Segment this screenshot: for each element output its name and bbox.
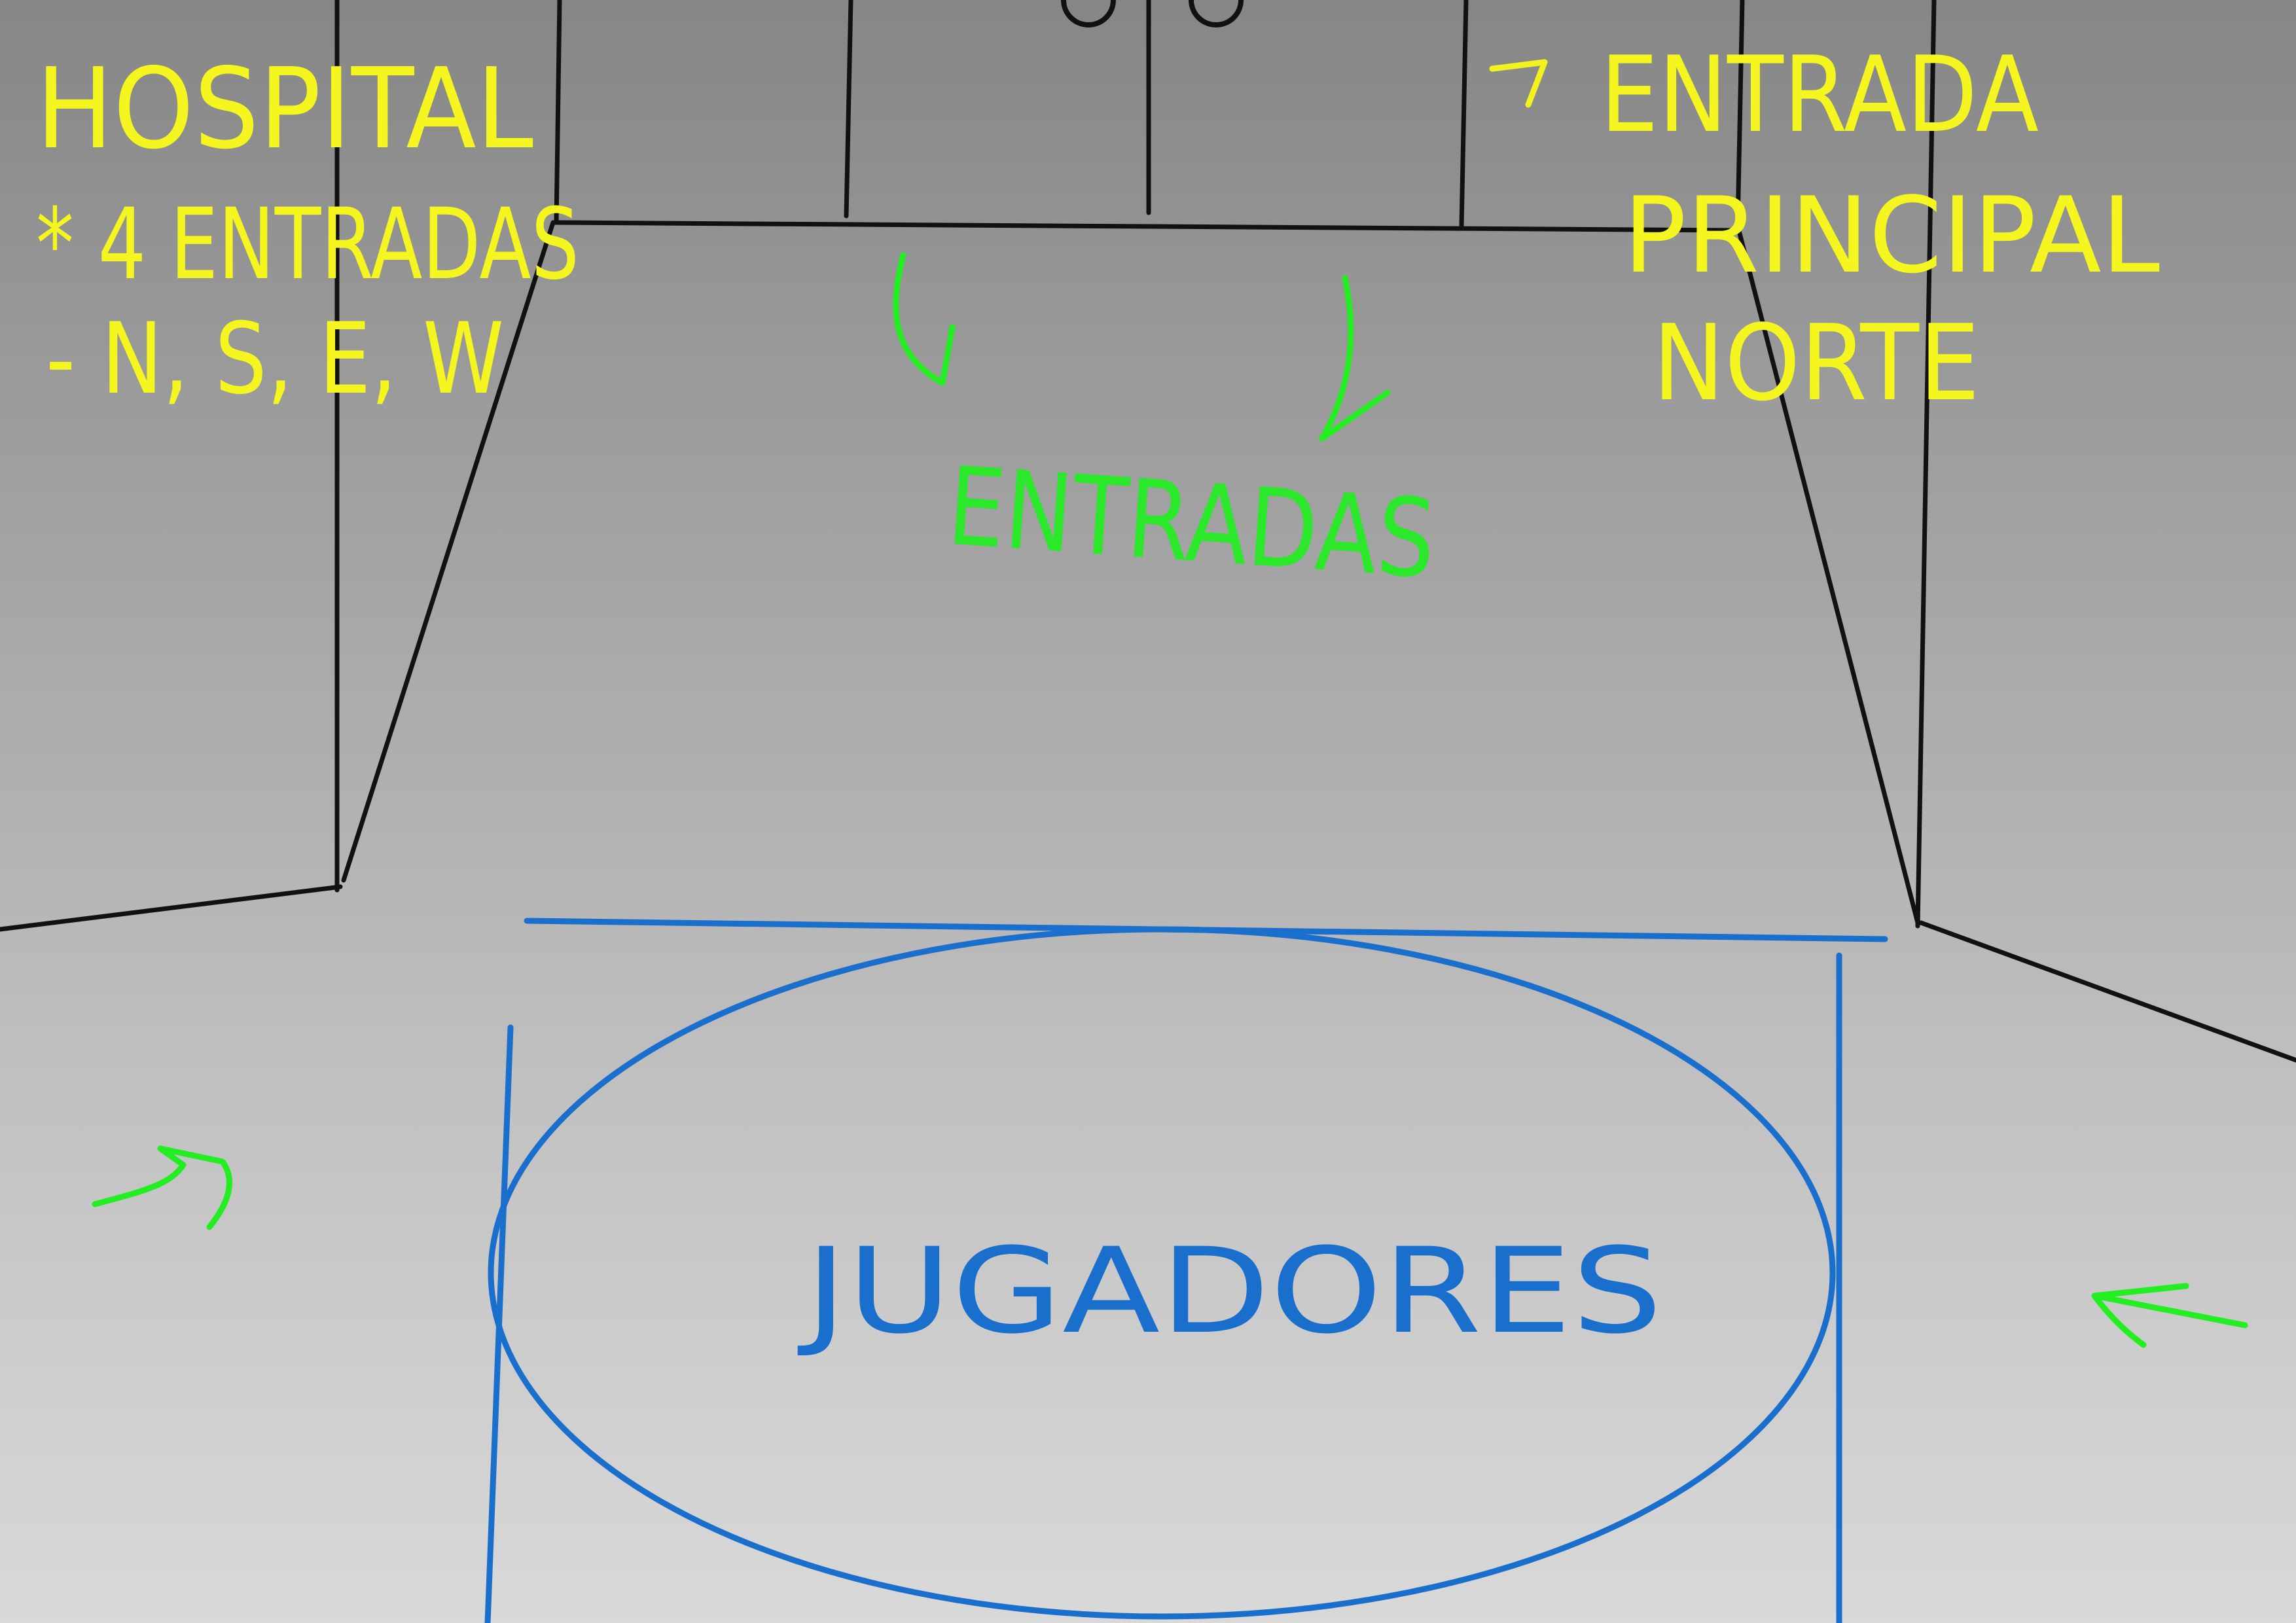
back-wall-left	[554, 0, 562, 225]
main-entrance-line1: ENTRADA	[1600, 33, 2039, 156]
players-area	[484, 918, 1888, 1623]
back-wall-right	[1735, 0, 1745, 228]
door-knob-icon	[1061, 0, 1244, 27]
directions: - N, S, E, W	[46, 302, 504, 416]
right-pillar-line	[1915, 0, 1937, 929]
main-entrance-line2: PRINCIPAL	[1623, 174, 2160, 296]
arrow-icon	[1489, 59, 1548, 72]
panel-divider-2	[1459, 0, 1469, 228]
entrances-count: * 4 ENTRADAS	[36, 188, 579, 302]
right-front-edge	[1735, 223, 1920, 925]
main-entrance-line3: NORTE	[1653, 302, 1980, 424]
entrances-label: ENTRADAS	[944, 443, 1439, 603]
right-ground-line	[1918, 920, 2296, 1063]
left-ground-line	[0, 884, 343, 932]
back-floor-line	[552, 220, 1740, 233]
arrow-icon	[1319, 275, 1391, 442]
left-front-edge	[341, 220, 556, 883]
arrow-icon	[92, 1145, 232, 1230]
arrow-icon	[893, 252, 956, 386]
players-ellipse	[488, 926, 1836, 1620]
hospital-title: HOSPITAL	[36, 45, 533, 174]
players-label: JUGADORES	[797, 1223, 1662, 1360]
building-walls	[0, 0, 2296, 1063]
arrow-icon	[2091, 1283, 2248, 1348]
panel-divider-1	[844, 0, 853, 219]
